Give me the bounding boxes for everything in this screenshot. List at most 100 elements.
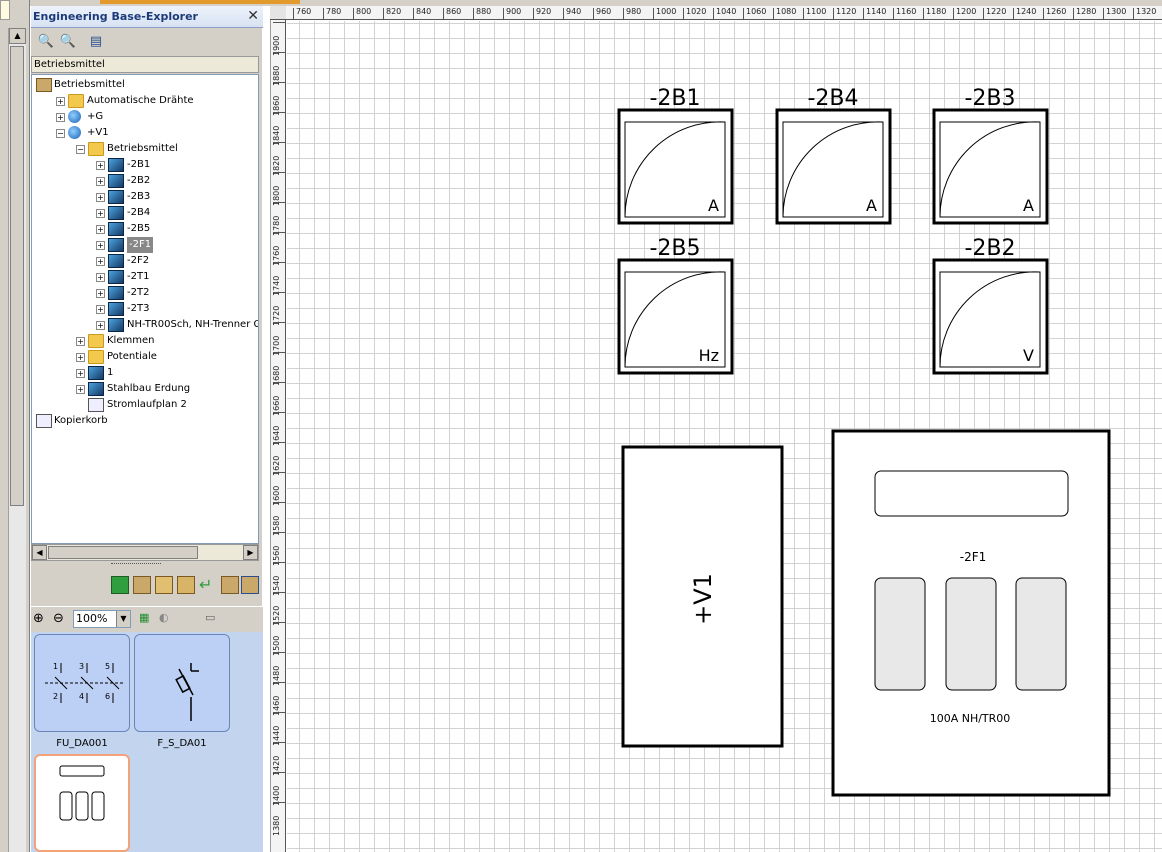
expand-icon[interactable]: + (76, 337, 85, 346)
book-edit-icon[interactable] (155, 576, 173, 594)
explorer-tree[interactable]: Betriebsmittel+Automatische Drähte++G−+V… (31, 74, 259, 544)
tree-item[interactable]: +-2T1 (32, 269, 258, 285)
tree-item[interactable]: +Automatische Drähte (32, 93, 258, 109)
zoom-select[interactable]: 100% ▼ (73, 610, 131, 628)
ruler-tick (623, 8, 624, 20)
switch-front-2f1[interactable]: -2F1 100A NH/TR00 (831, 429, 1111, 797)
tree-item[interactable]: +-2B3 (32, 189, 258, 205)
gallery-tile-f-s-da01[interactable] (134, 634, 230, 732)
expand-icon[interactable]: + (56, 97, 65, 106)
ruler-tick (273, 562, 285, 563)
fuse-slot-1[interactable] (874, 577, 926, 691)
expand-icon[interactable]: + (96, 289, 105, 298)
tree-item[interactable]: +-2B4 (32, 205, 258, 221)
gallery-tile-switch-front[interactable] (34, 754, 130, 852)
ruler-tick (563, 8, 564, 20)
page-icon (88, 398, 104, 412)
book-in-icon[interactable] (241, 576, 259, 594)
tree-item[interactable]: +-2T2 (32, 285, 258, 301)
gallery-label: F_S_DA01 (157, 738, 207, 749)
scroll-thumb[interactable] (10, 46, 24, 506)
collapse-icon[interactable]: − (56, 129, 65, 138)
tree-item[interactable]: +-2B2 (32, 173, 258, 189)
expand-icon[interactable]: + (96, 193, 105, 202)
tree-item[interactable]: +Potentiale (32, 349, 258, 365)
book-out-icon[interactable] (221, 576, 239, 594)
tree-item[interactable]: ++G (32, 109, 258, 125)
expand-icon[interactable]: + (96, 161, 105, 170)
tree-item[interactable]: +-2T3 (32, 301, 258, 317)
back-arrow-icon[interactable]: ↵ (199, 575, 213, 594)
green-book-icon[interactable] (111, 576, 129, 594)
expand-icon[interactable]: + (76, 353, 85, 362)
tree-item[interactable]: + -2B5 (32, 221, 258, 237)
scroll-left-arrow-icon[interactable]: ◀ (32, 545, 47, 560)
expand-icon[interactable]: + (96, 225, 105, 234)
ruler-tick (273, 802, 285, 803)
fuse-slot-3[interactable] (1015, 577, 1067, 691)
outer-side-strip: ▲ (0, 0, 30, 852)
meter-unit: A (866, 196, 877, 215)
expand-icon[interactable]: + (96, 257, 105, 266)
tree-horizontal-scrollbar[interactable]: ◀ ▶ (31, 544, 259, 561)
tree-item[interactable]: +Klemmen (32, 333, 258, 349)
panel-splitter[interactable] (111, 563, 161, 569)
expand-icon[interactable]: + (96, 273, 105, 282)
expand-icon[interactable]: + (96, 241, 105, 250)
expand-icon[interactable]: + (96, 305, 105, 314)
tree-item[interactable]: +NH-TR00Sch, NH-Trenner Gr.0 (32, 317, 258, 333)
explorer-toolbar: 🔍 🔍 ▤ (31, 30, 263, 54)
tree-item-label: -2B5 (127, 223, 151, 234)
scroll-up-arrow-icon[interactable]: ▲ (9, 28, 26, 44)
preview-icon[interactable]: ▭ (205, 611, 216, 624)
chevron-down-icon[interactable]: ▼ (116, 611, 130, 627)
tree-item[interactable]: Stromlaufplan 2 (32, 397, 258, 413)
tree-item[interactable]: Betriebsmittel (32, 77, 258, 93)
close-icon[interactable]: ✕ (247, 8, 259, 24)
expand-icon[interactable]: + (96, 209, 105, 218)
expand-icon[interactable]: + (76, 385, 85, 394)
tree-item[interactable]: +1 (32, 365, 258, 381)
tree-item[interactable]: −Betriebsmittel (32, 141, 258, 157)
expand-icon[interactable]: + (76, 369, 85, 378)
folder-icon (88, 334, 104, 348)
ruler-label: 1280 (1076, 7, 1097, 16)
zoom-in-icon[interactable]: ⊕ (33, 611, 44, 626)
fuse-slot-2[interactable] (945, 577, 997, 691)
book-search-icon[interactable] (177, 576, 195, 594)
zoom-out-icon[interactable]: ⊖ (53, 611, 64, 626)
ruler-tick (273, 472, 285, 473)
scroll-thumb[interactable] (48, 546, 198, 559)
expand-icon[interactable]: + (96, 177, 105, 186)
book-icon[interactable] (133, 576, 151, 594)
tree-item[interactable]: −+V1 (32, 125, 258, 141)
tree-item-label: Stahlbau Erdung (107, 383, 191, 394)
tree-item[interactable]: +-2F1 (32, 237, 258, 253)
search-next-icon[interactable]: 🔍 (59, 34, 77, 49)
expand-icon[interactable]: + (56, 113, 65, 122)
collapse-icon[interactable]: − (76, 145, 85, 154)
active-document-tab[interactable] (100, 0, 300, 4)
refresh-icon[interactable]: ◐ (159, 611, 169, 624)
location-box-v1[interactable]: +V1 (621, 445, 784, 748)
cube-icon (108, 174, 124, 188)
tree-item-label: 1 (107, 367, 114, 378)
tree-item[interactable]: +-2F2 (32, 253, 258, 269)
grid-view-icon[interactable]: ▦ (139, 611, 150, 624)
expand-icon[interactable]: + (96, 321, 105, 330)
outer-vertical-scrollbar[interactable]: ▲ (8, 28, 26, 852)
tree-item[interactable]: +-2B1 (32, 157, 258, 173)
search-icon[interactable]: 🔍 (37, 34, 55, 49)
meter-tag: -2B4 (807, 86, 858, 111)
scroll-right-arrow-icon[interactable]: ▶ (243, 545, 258, 560)
tree-item[interactable]: +Kopierkorb (32, 413, 258, 429)
properties-icon[interactable]: ▤ (89, 34, 103, 49)
tree-item[interactable]: + Stahlbau Erdung (32, 381, 258, 397)
